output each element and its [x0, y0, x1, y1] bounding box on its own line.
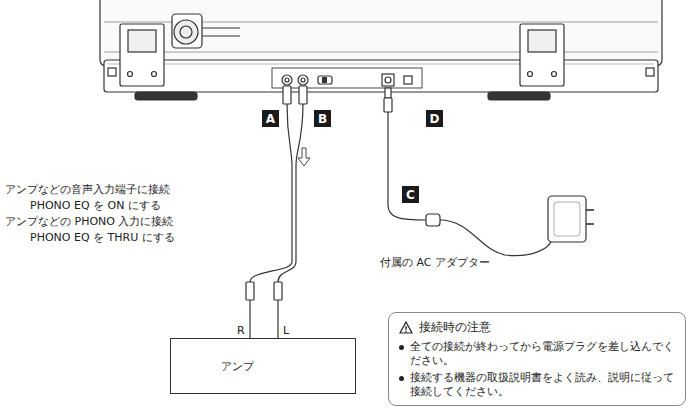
illustration-rect — [488, 92, 550, 100]
illustration-rect — [646, 68, 654, 76]
illustration-rect — [382, 74, 394, 86]
illustration-circle — [301, 78, 305, 82]
illustration-rect — [272, 68, 422, 88]
callout-letter: C — [402, 186, 419, 203]
illustration-rect — [426, 214, 440, 226]
caution-text: 接続する機器の取扱説明書をよく読み、説明に従って接続してください。 — [410, 371, 675, 400]
caution-heading: 接続時の注意 — [419, 319, 491, 336]
illustration-circle — [282, 75, 292, 85]
illustration-line — [108, 64, 654, 65]
amplifier-label: アンプ — [221, 359, 254, 374]
illustration-rect — [283, 86, 291, 104]
warning-mark — [405, 326, 406, 330]
illustration-path — [250, 104, 292, 282]
illustration-line — [586, 223, 594, 225]
illustration-circle — [285, 78, 289, 82]
bullet-dot — [399, 376, 404, 381]
callout-text: A — [266, 112, 275, 126]
caution-text: 全ての接続が終わってから電源プラグを差し込んでください。 — [410, 340, 675, 369]
illustration-rect — [274, 282, 282, 300]
callout-text: B — [318, 112, 327, 126]
illustration-path — [298, 148, 310, 166]
illustration-circle — [180, 26, 192, 38]
connection-note: アンプなどの PHONO 入力に接続 — [5, 214, 173, 229]
caution-item-row: 全ての接続が終わってから電源プラグを差し込んでください。 — [399, 340, 675, 369]
illustration-path — [388, 112, 426, 220]
illustration-circle — [385, 77, 391, 83]
connection-note: アンプなどの音声入力端子に接続 — [5, 182, 170, 197]
amplifier-box: アンプ — [170, 338, 356, 394]
illustration-rect — [128, 30, 156, 52]
illustration-path — [278, 104, 303, 282]
illustration-line — [249, 300, 250, 338]
illustration-rect — [554, 202, 580, 236]
illustration-line — [277, 300, 278, 338]
channel-label: R — [237, 324, 245, 337]
illustration-rect — [299, 86, 307, 104]
illustration-rect — [135, 92, 197, 100]
caution-item-row: 接続する機器の取扱説明書をよく読み、説明に従って接続してください。 — [399, 371, 675, 400]
callout-letter: B — [314, 110, 331, 127]
bullet-dot — [399, 345, 404, 350]
part-label: 付属の AC アダプター — [380, 255, 490, 270]
illustration-line — [202, 35, 240, 36]
illustration-rect — [318, 76, 332, 84]
illustration-line — [104, 52, 658, 53]
illustration-rect — [108, 68, 116, 76]
switch-setting: PHONO EQ を THRU にする — [30, 230, 175, 245]
illustration-rect — [100, 0, 662, 66]
warning-icon — [399, 321, 413, 334]
caution-box: 接続時の注意全ての接続が終わってから電源プラグを差し込んでください。接続する機器… — [388, 312, 686, 406]
warning-triangle — [400, 322, 412, 333]
channel-label: L — [283, 324, 289, 337]
callout-letter: D — [426, 110, 443, 127]
illustration-path — [440, 220, 552, 256]
callout-text: D — [430, 112, 440, 126]
callout-text: C — [406, 188, 415, 202]
illustration-circle — [128, 72, 133, 77]
illustration-circle — [298, 75, 308, 85]
illustration-rect — [384, 98, 392, 112]
illustration-line — [586, 209, 594, 211]
illustration-circle — [552, 72, 557, 77]
illustration-rect — [246, 282, 254, 300]
illustration-rect — [104, 60, 658, 92]
illustration-rect — [322, 77, 327, 83]
illustration-circle — [152, 72, 157, 77]
caution-heading-row: 接続時の注意 — [399, 319, 675, 336]
illustration-rect — [120, 24, 164, 86]
illustration-rect — [404, 76, 412, 84]
illustration-rect — [172, 14, 202, 48]
switch-setting: PHONO EQ を ON にする — [30, 198, 161, 213]
illustration-rect — [385, 88, 391, 98]
illustration-circle — [528, 72, 533, 77]
illustration-rect — [528, 30, 556, 52]
illustration-rect — [520, 24, 564, 86]
warning-mark — [405, 331, 407, 333]
callout-letter: A — [262, 110, 279, 127]
illustration-circle — [174, 20, 198, 44]
illustration-line — [202, 27, 240, 28]
illustration-rect — [548, 196, 586, 242]
